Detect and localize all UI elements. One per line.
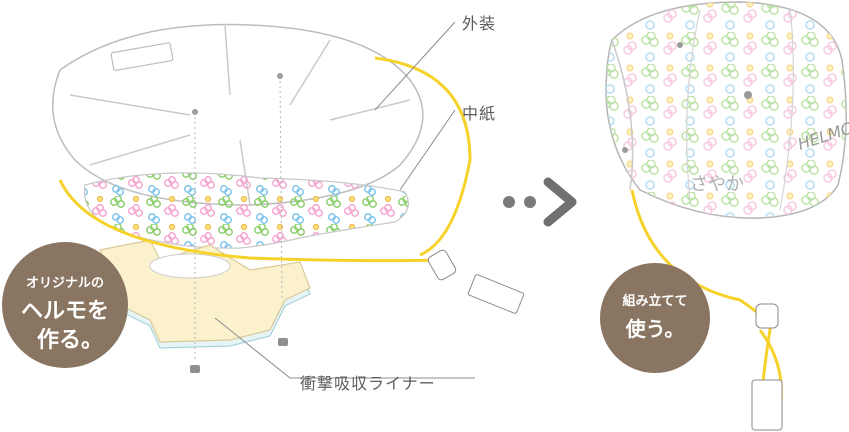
badge-right-line1: 組み立てて [622,294,688,309]
badge-right-line2: 使う。 [625,317,685,341]
leader-exterior [374,21,456,111]
arrow-right-icon [503,177,577,227]
badge-left-line1: オリジナルの [25,276,104,291]
pins [194,75,283,360]
svg-text:さやか: さやか [690,174,744,195]
buckle-left [427,249,525,314]
label-liner: 衝撃吸収ライナー [300,374,436,393]
exterior-shell [51,23,424,206]
badge-left [2,242,128,368]
leader-middle [399,109,456,191]
helmet: HELMO さやか [605,1,849,219]
liner [99,239,311,349]
label-middle-paper: 中紙 [462,104,497,123]
leader-liner [214,317,475,379]
badge-right [600,263,710,373]
badge-left-line2: ヘルモを [20,299,109,324]
badge-left-line3: 作る。 [36,328,103,353]
label-exterior: 外装 [462,14,497,33]
strap-left [58,56,472,263]
buckle-right [751,303,783,431]
